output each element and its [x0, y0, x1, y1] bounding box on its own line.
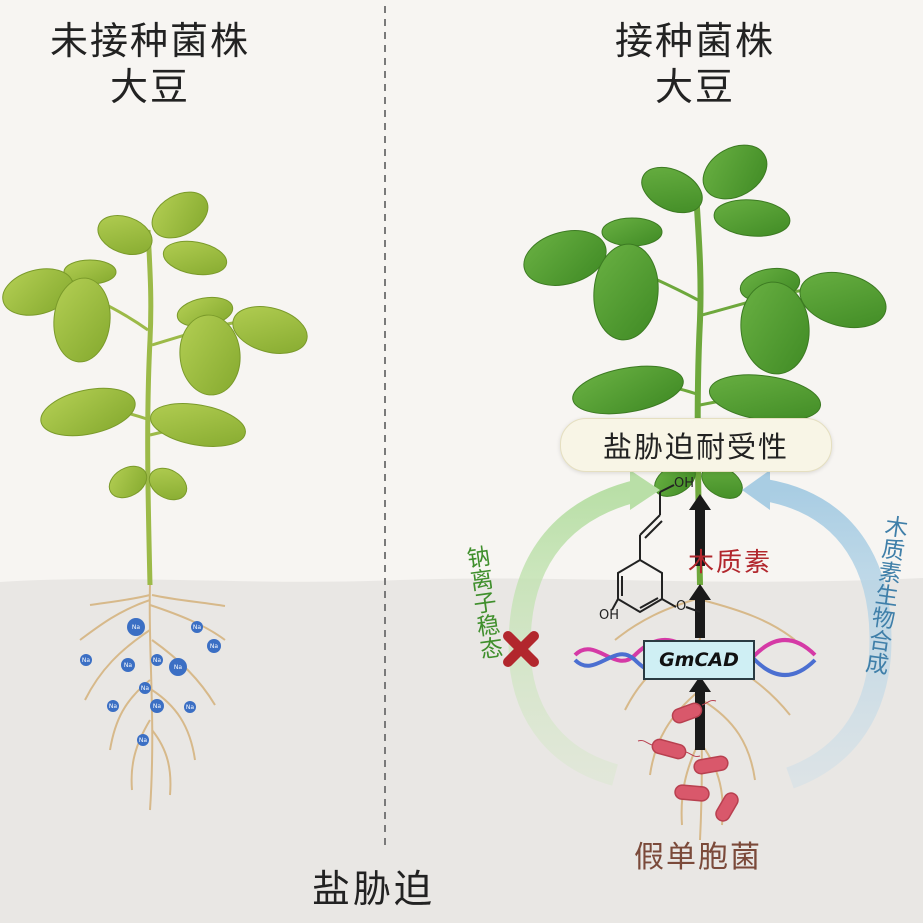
na-ion-label: Na	[82, 657, 90, 664]
gene-box: GmCAD	[643, 640, 755, 680]
na-ion-label: Na	[174, 664, 182, 671]
na-ion-label: Na	[153, 703, 161, 710]
na-ion-label: Na	[141, 685, 149, 692]
na-ion-labels: Na Na Na Na Na Na Na Na Na Na Na Na	[82, 624, 218, 744]
na-ions	[80, 618, 221, 746]
na-ion-label: Na	[109, 703, 117, 710]
blocked-x-icon	[503, 631, 539, 667]
sodium-arc-arrowhead	[630, 470, 660, 510]
left-plant-leaves	[2, 191, 308, 501]
bacteria-label: 假单胞菌	[634, 840, 762, 875]
right-title: 接种菌株 大豆	[590, 18, 800, 110]
molecule-o-label: O	[676, 599, 687, 614]
salt-stress-label: 盐胁迫	[312, 867, 436, 911]
pathway-arrows	[689, 494, 711, 750]
na-ion-label: Na	[186, 704, 194, 711]
right-plant-leaves	[523, 144, 887, 499]
bacteria	[651, 702, 739, 822]
tolerance-label: 盐胁迫耐受性	[602, 430, 789, 464]
lignin-label: 木质素	[688, 548, 773, 578]
molecule-oh-bottom: OH	[599, 608, 620, 623]
left-title-line2: 大豆	[109, 65, 190, 109]
left-title: 未接种菌株 大豆	[28, 18, 272, 110]
tolerance-box: 盐胁迫耐受性	[560, 418, 832, 472]
lignin-arc-arrowhead	[742, 470, 770, 510]
na-ion-label: Na	[124, 662, 132, 669]
gene-label: GmCAD	[659, 649, 739, 671]
na-ion-label: Na	[153, 657, 161, 664]
na-ion-label: Na	[210, 643, 218, 650]
na-ion-label: Na	[193, 624, 201, 631]
molecule-oh-top: OH	[674, 476, 695, 491]
right-title-line2: 大豆	[654, 65, 735, 109]
lignin-arc	[762, 479, 892, 789]
left-title-line1: 未接种菌株	[49, 19, 250, 63]
right-title-line1: 接种菌株	[614, 19, 775, 63]
sodium-arc	[508, 479, 643, 786]
na-ion-label: Na	[132, 624, 140, 631]
lignin-molecule-icon	[611, 484, 701, 614]
na-ion-label: Na	[139, 737, 147, 744]
